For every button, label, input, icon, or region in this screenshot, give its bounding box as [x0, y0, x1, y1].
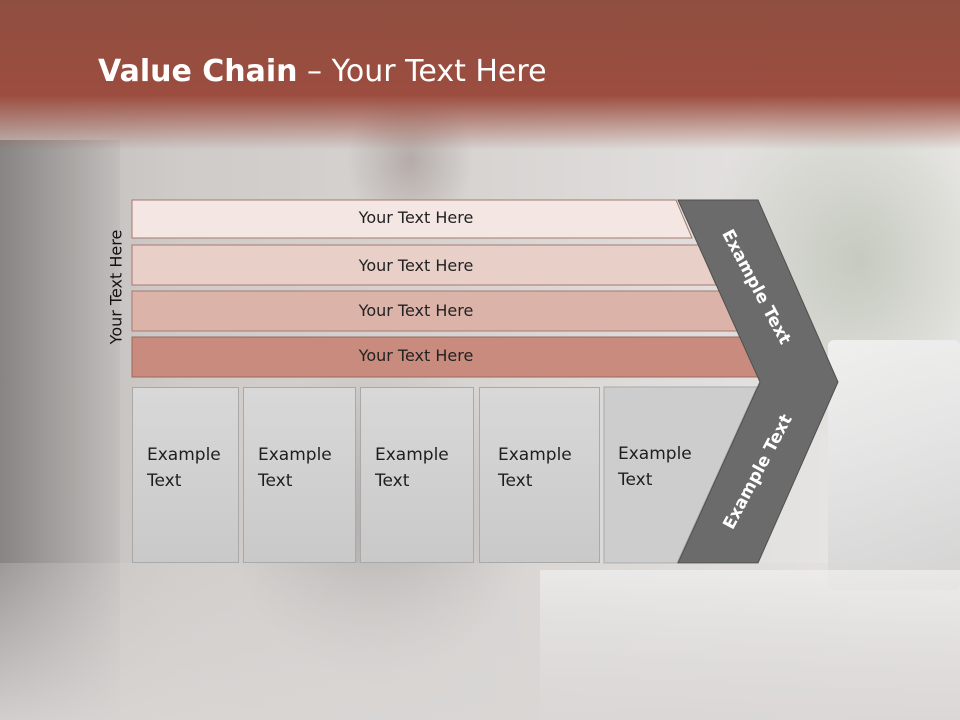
- slide-title: Value Chain – Your Text Here: [98, 54, 547, 89]
- bar-shape-1: [131, 199, 693, 239]
- column-5-line1: Example: [618, 444, 692, 464]
- column-4-line2: Text: [498, 471, 533, 491]
- bar-label-2: Your Text Here: [358, 256, 474, 275]
- column-2-line1: Example: [258, 445, 332, 465]
- column-2-line2: Text: [258, 471, 293, 491]
- column-1-line1: Example: [147, 445, 221, 465]
- column-4-line1: Example: [498, 445, 572, 465]
- reflection-fade: [0, 563, 960, 720]
- title-rest: – Your Text Here: [297, 54, 547, 89]
- bar-label-3: Your Text Here: [358, 301, 474, 320]
- column-1-line2: Text: [147, 471, 182, 491]
- header-band: [0, 0, 960, 150]
- column-3-line2: Text: [375, 471, 410, 491]
- column-3-line1: Example: [375, 445, 449, 465]
- background-laptop: [828, 340, 960, 590]
- column-5-line2: Text: [618, 470, 653, 490]
- title-bold: Value Chain: [98, 54, 298, 89]
- bar-label-1: Your Text Here: [358, 208, 474, 227]
- bar-label-4: Your Text Here: [358, 346, 474, 365]
